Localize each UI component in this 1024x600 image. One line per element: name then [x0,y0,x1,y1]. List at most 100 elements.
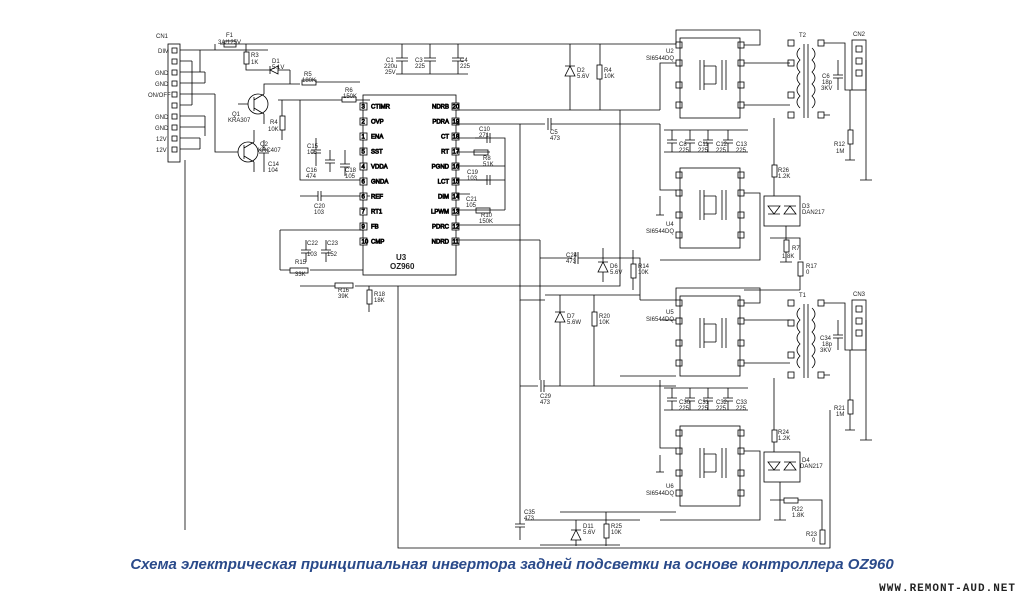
c8-ref: C8 [679,142,687,148]
ic-pin-box [359,207,368,216]
ic-pin-name: FB [371,225,379,231]
ic-pin-number: 1 [362,135,366,141]
ic-pin-number: 6 [362,195,366,201]
c16-value: 474 [306,174,317,180]
ic-pin-box [359,132,368,141]
c10-value: 271 [479,133,490,139]
ic-pin-number: 16 [453,165,460,171]
c22-ref: C22 [307,241,319,247]
d11-ref: D11 [583,524,594,530]
cn1-label: CN1 [156,34,169,40]
c16-ref: C16 [306,168,318,174]
ic-pin-box [359,147,368,156]
ic-pin-name: PDRC [432,225,450,231]
c19-value: 103 [467,176,478,182]
ic-pin-name: CT [441,135,449,141]
ic-pin-number: 17 [453,150,460,156]
d6-ref: D6 [610,264,618,270]
ic-pin-number: 6 [362,180,366,186]
c34-value: 18p [822,342,833,348]
c29-ref: C29 [540,394,552,400]
cn1-pin9-label: 12V [156,137,167,143]
ic-pin-box [359,117,368,126]
r14-ref: R14 [638,264,650,270]
connector-cn3-body [851,299,867,351]
c29-value: 473 [540,400,551,406]
transformer-t2-symbol [787,39,825,119]
d7-ref: D7 [567,314,575,320]
ic-pin-number: 12 [453,225,460,231]
c14-value: 104 [268,168,279,174]
ic-pin-box [359,222,368,231]
r15-ref: R15 [295,260,307,266]
u2-part: SI6544DQ [646,56,674,62]
c32-value: 225 [716,406,727,412]
ic-pin-box [359,177,368,186]
ic-pin-box [451,192,460,201]
d4-value: DAN217 [800,464,823,470]
f1-ref: F1 [226,33,234,39]
c35-ref: C35 [524,510,536,516]
r23-ref: R23 [806,532,818,538]
r26-ref: R26 [778,168,790,174]
c30-ref: C30 [679,400,691,406]
ic-pin-number: 20 [453,105,460,111]
r2-value: 10K [604,74,615,80]
ic-pin-name: NDRB [432,105,449,111]
cn2-label: CN2 [853,32,866,38]
r7-value: 1.8K [782,254,794,260]
c30-value: 225 [679,406,690,412]
ic-pin-name: CTIMR [371,105,391,111]
c23-ref: C23 [327,241,339,247]
ic-pin-box [359,237,368,246]
q1-ref: Q1 [232,112,241,118]
d2-value: 5.6V [577,74,589,80]
c13-ref: C13 [736,142,748,148]
ic-pin-name: CMP [371,240,384,246]
d6-value: 5.6V [610,270,622,276]
ic-pin-number: 13 [453,210,460,216]
ic-pin-number: 19 [453,120,460,126]
r18-ref: R18 [374,292,386,298]
c6-voltage: 3KV [821,86,832,92]
c3-value: 225 [415,64,426,70]
ic-pin-number: 7 [362,210,366,216]
transformer-t1-symbol [787,299,825,379]
r20-ref: R20 [599,314,611,320]
r4-ref: R4 [270,120,278,126]
c23-value: 152 [327,252,338,258]
ic-pin-name: GNDA [371,180,388,186]
c3-ref: C3 [415,58,423,64]
u6-part: SI6544DQ [646,491,674,497]
r25-value: 10K [611,530,622,536]
ic-pin-name: RT [441,150,449,156]
c21-value: 105 [466,203,477,209]
c33-ref: C33 [736,400,748,406]
connector-cn2-body [851,39,867,91]
d1-value: 5.1V [272,65,284,71]
r3-value: 1K [251,60,258,66]
c13-value: 225 [736,148,747,154]
ic-u3-name: OZ960 [390,262,415,271]
ic-u3-ref: U3 [396,253,407,262]
ic-pin-box [359,162,368,171]
q2-value: KRC407 [258,148,281,154]
cn1-pin8-label: GND [155,126,169,132]
mosfet-u5-symbol [675,295,745,377]
c24-ref: C24 [566,253,578,259]
ic-pin-box [451,237,460,246]
ic-pin-name: LPWM [431,210,449,216]
diagram-caption: Схема электрическая принципиальная инвер… [130,556,894,573]
c24-value: 473 [566,259,577,265]
c18-value: 105 [345,174,356,180]
r17-value: 0 [806,270,810,276]
u2-ref: U2 [666,49,674,55]
d3-value: DAN217 [802,210,825,216]
ic-pin-box [451,162,460,171]
r12-value: 1M [836,149,844,155]
c21-ref: C21 [466,197,478,203]
r6-value: 150K [343,94,357,100]
c15-ref: C15 [307,144,319,150]
r21-value: 1M [836,412,844,418]
